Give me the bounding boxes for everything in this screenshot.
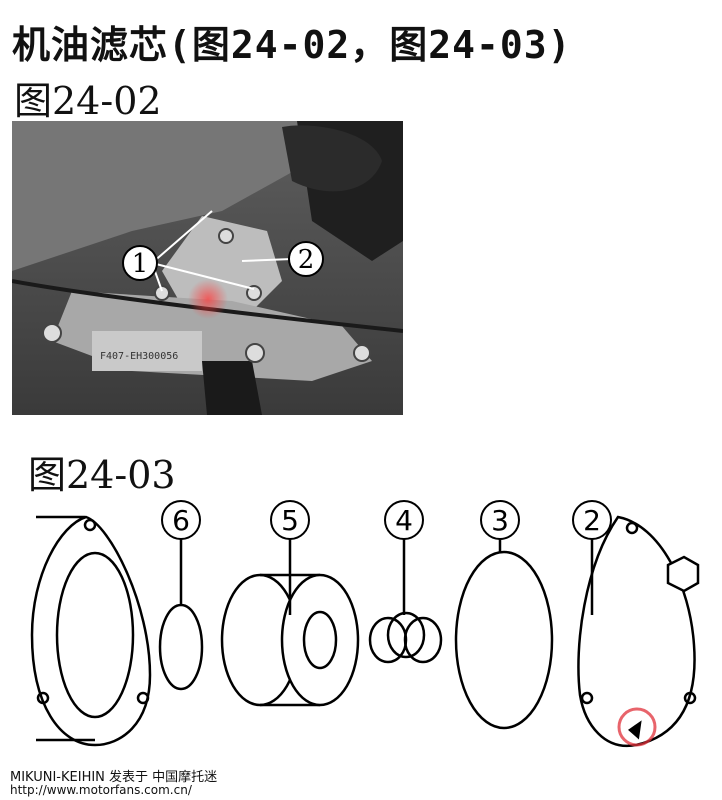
callout-2b-circle: [572, 500, 612, 540]
flange-inner: [55, 551, 135, 719]
callout-6-circle: [161, 500, 201, 540]
callout-3-circle: [480, 500, 520, 540]
flange-outer: [30, 515, 152, 747]
plate-text: F407-EH300056: [100, 351, 178, 362]
callout-5: 5: [281, 504, 299, 537]
callout-5-circle: [270, 500, 310, 540]
callout-6: 6: [172, 504, 190, 537]
callout-2b: 2: [583, 504, 601, 537]
page-title: 机油滤芯(图24-02，图24-03): [12, 23, 572, 67]
figure-label-24-02: 图24-02: [14, 79, 162, 123]
callout-2-circle: [288, 241, 324, 277]
o-ring-small: [158, 603, 204, 691]
oil-filter-exploded-diagram: 6 5 4 3 2: [30, 500, 700, 748]
engine-photo-drawing: F407-EH300056 1 2: [12, 121, 403, 415]
footer-author: MIKUNI-KEIHIN 发表于 中国摩托迷: [10, 770, 218, 785]
footer-url[interactable]: http://www.motorfans.com.cn/: [10, 783, 192, 797]
drain-highlight: [188, 279, 228, 319]
callout-1: 1: [132, 249, 149, 279]
callout-3: 3: [491, 504, 509, 537]
spring-coil-3: [403, 616, 443, 664]
cover-bolt: [666, 555, 700, 593]
callout-2: 2: [298, 245, 315, 275]
callout-4-circle: [384, 500, 424, 540]
engine-photo: F407-EH300056 1 2: [12, 121, 403, 415]
spring-coil-2: [386, 611, 426, 659]
cover-outline: [577, 515, 696, 748]
callout-4: 4: [395, 504, 413, 537]
o-ring-large: [454, 550, 554, 730]
callout-1-circle: [122, 245, 158, 281]
filter-element-front: [280, 573, 360, 707]
figure-label-24-03: 图24-03: [28, 453, 176, 497]
cover-drain-highlight: [617, 707, 657, 747]
